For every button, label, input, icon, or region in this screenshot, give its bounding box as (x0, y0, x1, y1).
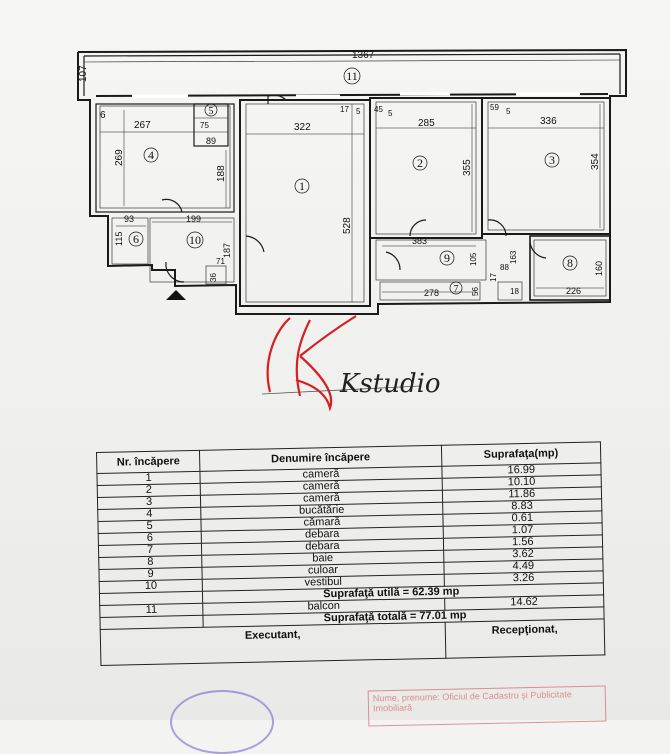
dim-45: 45 (374, 105, 383, 114)
dim-115: 115 (114, 232, 124, 246)
room-number-5: 5 (209, 106, 214, 117)
room-number-6: 6 (133, 232, 139, 246)
dim-354: 354 (590, 153, 601, 170)
dim-336: 336 (540, 116, 557, 127)
room-number-11: 11 (346, 69, 358, 83)
room-number-7: 7 (454, 284, 459, 295)
dim-1367: 1367 (352, 50, 375, 61)
dim-267: 267 (134, 120, 151, 131)
room-number-4: 4 (148, 148, 154, 162)
dim-105: 105 (469, 252, 478, 266)
dim-59: 59 (490, 103, 499, 112)
receptionat-label: Recepţionat, (444, 618, 605, 659)
dim-160: 160 (594, 261, 604, 276)
room-number-1: 1 (299, 179, 305, 193)
dim-17: 17 (340, 105, 349, 114)
room-number-8: 8 (567, 256, 573, 270)
dim-163: 163 (509, 250, 518, 264)
ocpi-stamp: Nume, prenume: Oficiul de Cadastru şi Pu… (367, 685, 607, 727)
room-number-2: 2 (417, 156, 423, 170)
dim-278: 278 (424, 288, 439, 298)
dim-88: 88 (500, 263, 509, 272)
room-number-3: 3 (549, 153, 555, 167)
entrance-marker (166, 290, 186, 300)
dim-188: 188 (216, 165, 227, 182)
dim-383: 383 (412, 236, 427, 246)
dim-226: 226 (566, 286, 581, 296)
floor-plan: 1367 107 267 6 75 89 322 17 5 45 5 285 5… (77, 48, 627, 412)
dim-199: 199 (186, 214, 201, 224)
dim-36: 36 (209, 273, 218, 282)
dim-528: 528 (342, 217, 353, 234)
ocpi-stamp-text: Nume, prenume: Oficiul de Cadastru şi Pu… (372, 689, 572, 714)
room-area-table: Nr. încăpere Denumire încăpere Suprafaţa… (96, 441, 605, 666)
room-number-10: 10 (189, 233, 201, 247)
dim-6: 6 (100, 110, 106, 121)
dim-71: 71 (216, 257, 225, 266)
dim-5a: 5 (356, 107, 361, 116)
dim-93: 93 (124, 214, 134, 224)
dim-5c: 5 (506, 107, 511, 116)
room-number-9: 9 (444, 251, 450, 265)
dim-17b: 17 (489, 273, 498, 282)
dim-18: 18 (510, 287, 519, 296)
dim-355: 355 (462, 159, 473, 176)
executant-stamp (170, 690, 274, 754)
header-room-number: Nr. încăpere (96, 450, 201, 474)
kstudio-logo: Kstudio (261, 315, 441, 412)
dim-187: 187 (222, 243, 232, 258)
dim-285: 285 (418, 118, 435, 129)
dim-56: 56 (471, 287, 480, 296)
logo-signature: Kstudio (339, 369, 441, 399)
executant-label: Executant, (100, 622, 446, 666)
dim-75: 75 (200, 121, 209, 130)
dim-322: 322 (294, 122, 311, 133)
dim-107: 107 (78, 65, 89, 82)
dim-269: 269 (114, 149, 125, 166)
dim-89: 89 (206, 136, 216, 146)
dim-5b: 5 (388, 109, 393, 118)
